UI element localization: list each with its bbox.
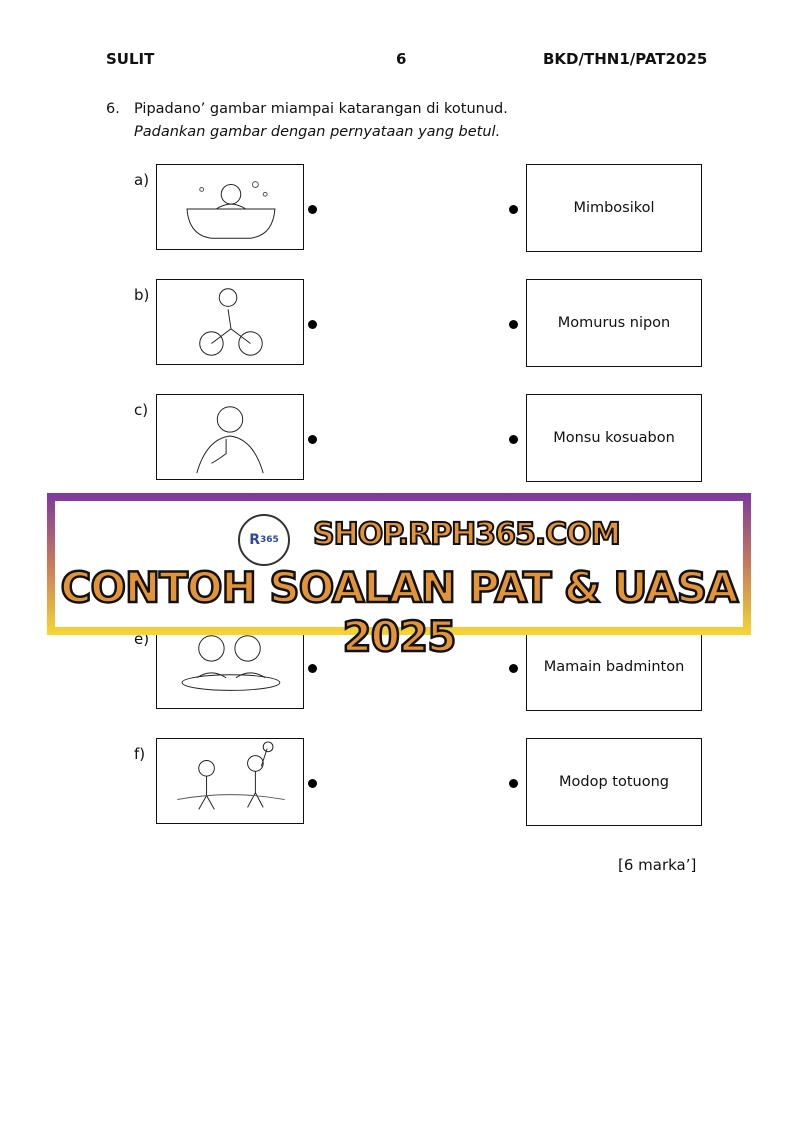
instruction: Pipadano’ gambar miampai katarangan di k… xyxy=(134,101,508,117)
right-match-dot[interactable] xyxy=(509,664,518,673)
item-label: a) xyxy=(134,171,150,189)
header-sulit: SULIT xyxy=(106,50,155,68)
left-match-dot[interactable] xyxy=(308,320,317,329)
instruction-translation: Padankan gambar dengan pernyataan yang b… xyxy=(134,124,501,140)
right-match-dot[interactable] xyxy=(509,320,518,329)
marks: [6 marka’] xyxy=(618,856,697,874)
banner-url: SHOP.RPH365.COM xyxy=(312,516,622,553)
answer-box: Mimbosikol xyxy=(526,164,702,252)
item-label: c) xyxy=(134,401,149,419)
left-match-dot[interactable] xyxy=(308,435,317,444)
item-label: f) xyxy=(134,745,146,763)
left-match-dot[interactable] xyxy=(308,779,317,788)
question-6: 6. Pipadano’ gambar miampai katarangan d… xyxy=(106,98,508,144)
picture-girl-riding-bicycle xyxy=(156,279,304,365)
paper-code: BKD/THN1/PAT2025 xyxy=(543,50,708,68)
right-match-dot[interactable] xyxy=(509,205,518,214)
item-label: b) xyxy=(134,286,150,304)
page-number: 6 xyxy=(396,50,407,68)
answer-box: Momurus nipon xyxy=(526,279,702,367)
banner-title: CONTOH SOALAN PAT & UASA 2025 xyxy=(59,562,739,663)
answer-box: Monsu kosuabon xyxy=(526,394,702,482)
right-match-dot[interactable] xyxy=(509,435,518,444)
picture-children-playing-badminton xyxy=(156,738,304,824)
left-match-dot[interactable] xyxy=(308,205,317,214)
picture-child-bathing-in-bathtub xyxy=(156,164,304,250)
left-match-dot[interactable] xyxy=(308,664,317,673)
question-number: 6. xyxy=(106,101,120,117)
right-match-dot[interactable] xyxy=(509,779,518,788)
picture-boy-brushing-teeth xyxy=(156,394,304,480)
answer-box: Modop totuong xyxy=(526,738,702,826)
